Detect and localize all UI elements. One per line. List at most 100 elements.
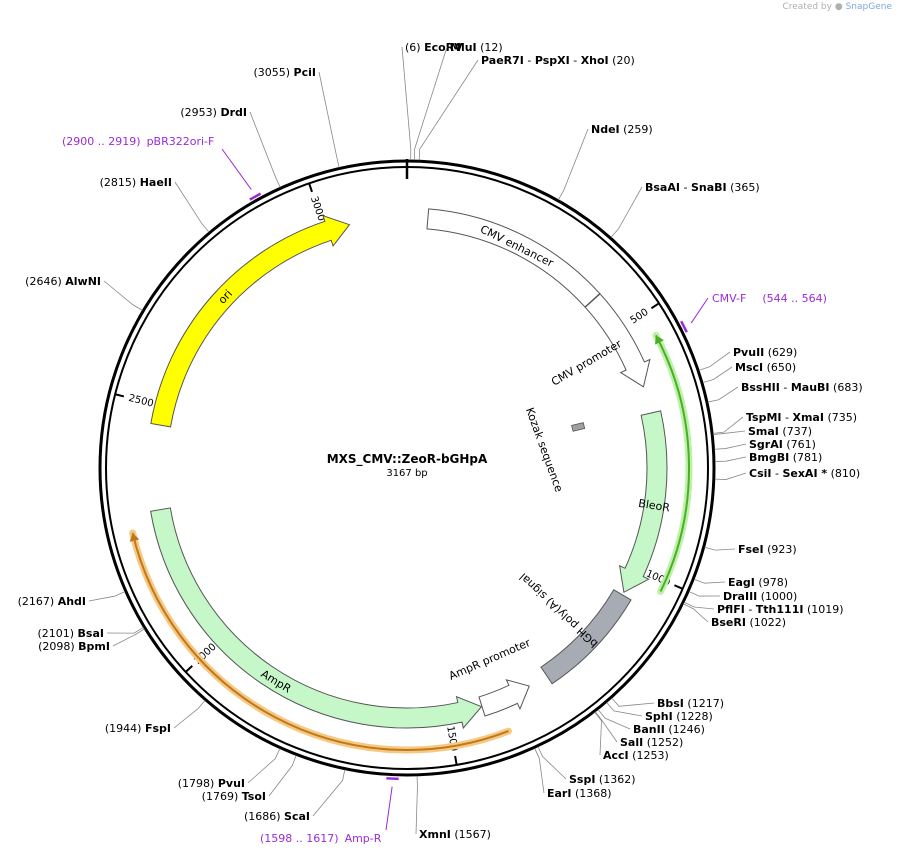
site-label-tsoi[interactable]: (1769) TsoI	[202, 790, 266, 803]
site-leader-mlui	[413, 46, 448, 161]
feature-bleor[interactable]	[618, 410, 668, 594]
site-label-bpmi[interactable]: (2098) BpmI	[38, 640, 110, 653]
feature-cmv-promoter[interactable]	[584, 293, 651, 388]
site-leader-banii	[597, 709, 631, 730]
site-name: EagI	[728, 576, 755, 589]
site-name-alt: XmaI	[792, 411, 823, 424]
site-label-msci[interactable]: MscI (650)	[735, 361, 796, 374]
site-leader-bbsi	[611, 697, 655, 707]
site-label-draiii[interactable]: DraIII (1000)	[723, 590, 797, 603]
site-label-smai[interactable]: SmaI (737)	[748, 425, 812, 438]
ruler-label: 2500	[127, 393, 154, 410]
site-name: BsaI	[78, 627, 104, 640]
site-name: BsaAI	[645, 181, 680, 194]
feature-ori[interactable]	[150, 214, 351, 428]
primer-label-amp-r[interactable]: (1598 .. 1617)Amp-R	[260, 832, 382, 845]
site-label-tspmi[interactable]: TspMI - XmaI (735)	[746, 411, 857, 424]
site-name: BseRI	[711, 616, 746, 629]
site-name: PvuI	[218, 777, 245, 790]
primer-mark-pbr322ori-f[interactable]	[249, 192, 262, 201]
site-label-xmni[interactable]: XmnI (1567)	[419, 828, 491, 841]
site-leader-haeii	[174, 181, 210, 233]
site-position: (1228)	[673, 710, 713, 723]
primer-label-cmv-f[interactable]: CMV-F(544 .. 564)	[712, 292, 827, 305]
site-position: (259)	[620, 123, 653, 136]
site-position: (1217)	[684, 697, 724, 710]
plasmid-length: 3167 bp	[386, 468, 427, 479]
feature-kozak-sequence[interactable]	[571, 422, 586, 432]
site-name: PciI	[294, 66, 316, 79]
feature-ampr[interactable]	[150, 507, 483, 730]
primer-mark-amp-r[interactable]	[386, 777, 399, 781]
site-label-bmgbi[interactable]: BmgBI (781)	[749, 451, 822, 464]
site-name: PaeR7I	[481, 54, 524, 67]
site-leader-ahdi	[88, 591, 126, 602]
site-label-sgrai[interactable]: SgrAI (761)	[749, 438, 816, 451]
site-label-bseri[interactable]: BseRI (1022)	[711, 616, 786, 629]
site-label-fspi[interactable]: (1944) FspI	[105, 722, 171, 735]
site-leader-bseri	[683, 603, 709, 623]
site-label-ecorv[interactable]: (6) EcoRV	[405, 41, 463, 54]
ruler-tick	[308, 183, 313, 193]
site-label-pvui[interactable]: (1798) PvuI	[178, 777, 245, 790]
site-position: (650)	[763, 361, 796, 374]
site-label-banii[interactable]: BanII (1246)	[633, 723, 705, 736]
plasmid-name: MXS_CMV::ZeoR-bGHpA	[327, 452, 488, 467]
site-position: (1368)	[571, 787, 611, 800]
site-name: EcoRV	[424, 41, 463, 54]
snapgene-credit: Created by ● SnapGene	[782, 2, 892, 12]
site-name: BpmI	[78, 640, 110, 653]
site-label-eari[interactable]: EarI (1368)	[547, 787, 612, 800]
site-name: NdeI	[591, 123, 620, 136]
site-leader-sali	[594, 711, 618, 743]
site-label-sspi[interactable]: SspI (1362)	[569, 773, 636, 786]
site-name-alt: Tth111I	[756, 603, 804, 616]
site-label-csii[interactable]: CsiI - SexAI * (810)	[749, 467, 860, 480]
site-label-scai[interactable]: (1686) ScaI	[244, 810, 310, 823]
site-label-sali[interactable]: SalI (1252)	[620, 736, 683, 749]
feature-label-ampr-promoter: AmpR promoter	[447, 636, 533, 683]
site-label-mlui[interactable]: MluI (12)	[450, 41, 503, 54]
site-name: AlwNI	[65, 275, 101, 288]
ruler-tick	[674, 584, 684, 590]
site-label-bbsi[interactable]: BbsI (1217)	[657, 697, 724, 710]
feature-ampr-promoter[interactable]	[478, 679, 530, 717]
site-leader-ecorv	[401, 46, 412, 161]
site-label-drdi[interactable]: (2953) DrdI	[180, 106, 247, 119]
site-label-paer7i[interactable]: PaeR7I - PspXI - XhoI (20)	[481, 54, 635, 67]
site-position: (923)	[764, 543, 797, 556]
orf-green[interactable]	[655, 334, 691, 592]
site-label-eagi[interactable]: EagI (978)	[728, 576, 788, 589]
primer-mark-cmv-f[interactable]	[680, 320, 688, 333]
site-label-fsei[interactable]: FseI (923)	[738, 543, 797, 556]
feature-cmv-enhancer[interactable]	[426, 208, 601, 308]
site-label-haeii[interactable]: (2815) HaeII	[100, 176, 172, 189]
site-position: (1252)	[643, 736, 683, 749]
site-name: AhdI	[58, 595, 86, 608]
site-position: (781)	[789, 451, 822, 464]
orfs-layer	[129, 331, 693, 754]
site-label-bsai[interactable]: (2101) BsaI	[37, 627, 104, 640]
site-label-ahdi[interactable]: (2167) AhdI	[18, 595, 86, 608]
feature-bgh-poly-a-signal[interactable]	[540, 589, 632, 685]
site-label-pcii[interactable]: (3055) PciI	[253, 66, 316, 79]
site-label-acci[interactable]: AccI (1253)	[603, 749, 669, 762]
site-label-alwni[interactable]: (2646) AlwNI	[25, 275, 101, 288]
site-label-bsshii[interactable]: BssHII - MauBI (683)	[741, 381, 863, 394]
site-label-bsaai[interactable]: BsaAI - SnaBI (365)	[645, 181, 760, 194]
site-leader-csii	[714, 472, 747, 480]
site-leader-pvui	[247, 748, 281, 784]
site-label-sphi[interactable]: SphI (1228)	[645, 710, 713, 723]
site-label-pvuii[interactable]: PvuII (629)	[733, 346, 797, 359]
site-label-pflfi[interactable]: PflFI - Tth111I (1019)	[717, 603, 844, 616]
site-position: (1769)	[202, 790, 242, 803]
primer-label-pbr322ori-f[interactable]: (2900 .. 2919)pBR322ori-F	[62, 135, 214, 148]
orf-amp[interactable]	[131, 532, 509, 751]
site-label-ndei[interactable]: NdeI (259)	[591, 123, 653, 136]
site-name: ScaI	[284, 810, 310, 823]
primer-name: Amp-R	[345, 832, 382, 845]
feature-label-bgh-poly-a-signal: bGH poly(A) signal	[517, 570, 601, 650]
site-leader-fspi	[173, 700, 206, 729]
